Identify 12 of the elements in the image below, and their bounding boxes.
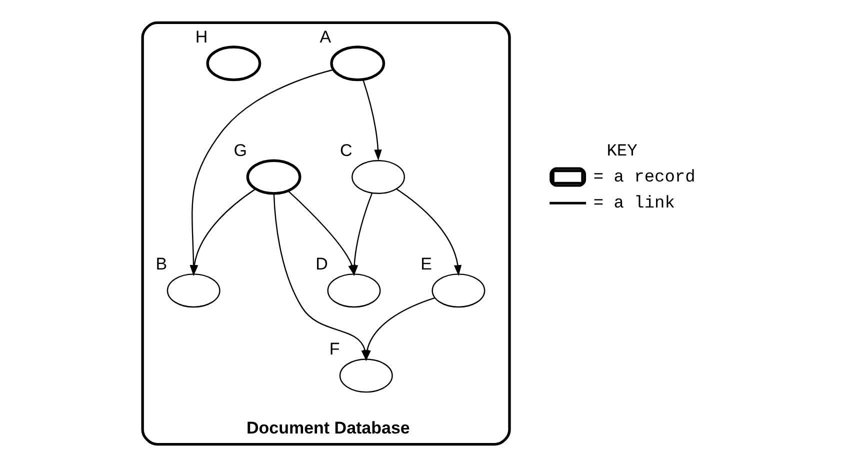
node-label: A: [320, 27, 332, 46]
legend-label: = a link: [593, 194, 675, 214]
node-label: E: [420, 254, 432, 274]
node-label: D: [316, 254, 328, 274]
legend-label: = a record: [593, 168, 696, 188]
node-label: G: [234, 140, 247, 160]
node-label: H: [195, 27, 208, 46]
node-label: C: [340, 140, 352, 160]
label: KEY: [606, 142, 638, 162]
node-label: B: [156, 254, 168, 274]
caption: Document Database: [246, 418, 410, 438]
node-label: F: [329, 340, 340, 359]
